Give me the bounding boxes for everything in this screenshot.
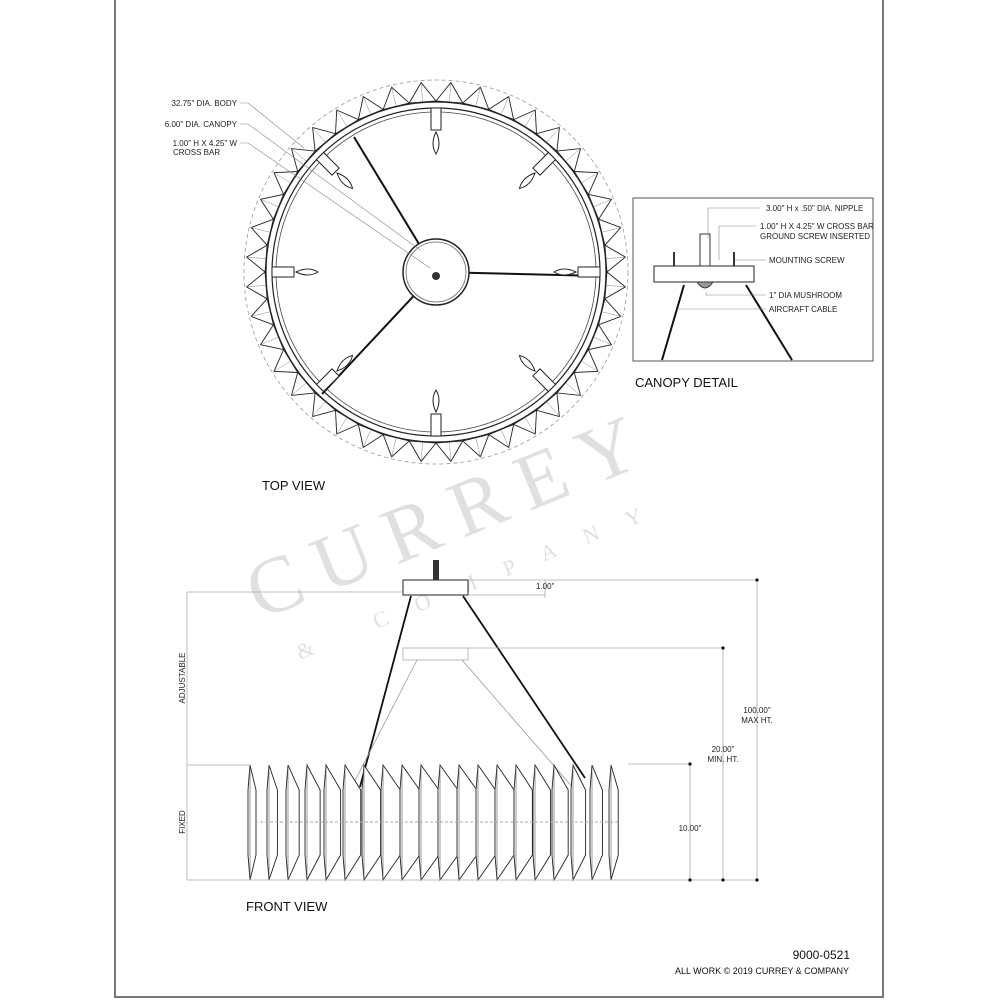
crystal-fin <box>535 392 560 418</box>
callout-body-diameter: 32.75" DIA. BODY <box>171 99 237 108</box>
crystal-fin <box>312 392 337 418</box>
candle-sockets <box>271 107 601 437</box>
front-view-drawing: 1.00" 100.00" MAX HT. 20.00" MIN. HT. 10… <box>178 560 773 914</box>
canopy-detail-drawing: 3.00" H x .50" DIA. NIPPLE 1.00" H X 4.2… <box>632 197 874 390</box>
dim-canopy-height: 1.00" <box>536 582 555 591</box>
crystal-fin <box>461 86 490 111</box>
crystal-fin <box>597 218 622 247</box>
label-adjustable: ADJUSTABLE <box>178 653 187 704</box>
crystal-fin <box>357 95 385 121</box>
candle-icon <box>518 151 557 190</box>
dim-max-height: 100.00" <box>743 706 770 715</box>
canopy-detail-title: CANOPY DETAIL <box>635 375 738 390</box>
crystal-fin <box>259 193 285 221</box>
crystal-fin <box>250 297 275 326</box>
dim-body-height: 10.00" <box>679 824 702 833</box>
label-fixed: FIXED <box>178 810 187 834</box>
crystal-fin <box>259 323 285 351</box>
candle-icon <box>553 266 601 278</box>
crystal-fin <box>587 323 613 351</box>
callout-aircraft-cable: AIRCRAFT CABLE <box>769 305 837 314</box>
crystal-fin <box>382 86 411 111</box>
callout-ground-screw: GROUND SCREW INSERTED <box>760 232 870 241</box>
dim-min-height: 20.00" <box>712 745 735 754</box>
crystal-fin <box>556 148 582 173</box>
callout-cross-bar-2: CROSS BAR <box>173 148 220 157</box>
callout-mushroom: 1" DIA MUSHROOM <box>769 291 842 300</box>
dim-min-height-label: MIN. HT. <box>707 755 738 764</box>
drawing-sheet <box>114 0 884 998</box>
watermark-logo: CURREY & COMPANY <box>234 393 674 665</box>
crystal-fin <box>535 126 560 152</box>
copyright-text: ALL WORK © 2019 CURREY & COMPANY <box>675 966 849 976</box>
callout-canopy-diameter: 6.00" DIA. CANOPY <box>165 120 238 129</box>
crystal-fin <box>382 433 411 458</box>
dim-max-height-label: MAX HT. <box>741 716 773 725</box>
crystal-fin <box>597 297 622 326</box>
callout-mounting-screw: MOUNTING SCREW <box>769 256 845 265</box>
crystal-fin <box>290 148 316 173</box>
crystal-fin <box>587 193 613 221</box>
top-view-title: TOP VIEW <box>262 478 326 493</box>
callout-nipple: 3.00" H x .50" DIA. NIPPLE <box>766 204 863 213</box>
candle-icon <box>518 354 557 393</box>
crystal-fin <box>290 371 316 396</box>
crystal-fin <box>556 371 582 396</box>
candle-icon <box>315 151 354 190</box>
crystal-fin <box>250 218 275 247</box>
callout-cross-bar: 1.00" H X 4.25" W <box>173 139 238 148</box>
callout-cross-bar: 1.00" H X 4.25" W CROSS BAR <box>760 222 874 231</box>
crystal-fin <box>357 423 385 449</box>
crystal-fin <box>247 764 257 881</box>
part-number: 9000-0521 <box>793 948 851 962</box>
candle-icon <box>430 389 442 437</box>
crystal-fin <box>312 126 337 152</box>
front-view-title: FRONT VIEW <box>246 899 328 914</box>
candle-icon <box>315 354 354 393</box>
crystal-fin <box>487 95 515 121</box>
crystal-fin <box>487 423 515 449</box>
candle-icon <box>271 266 319 278</box>
top-view-drawing: 32.75" DIA. BODY 6.00" DIA. CANOPY 1.00"… <box>165 79 629 493</box>
candle-icon <box>430 107 442 155</box>
